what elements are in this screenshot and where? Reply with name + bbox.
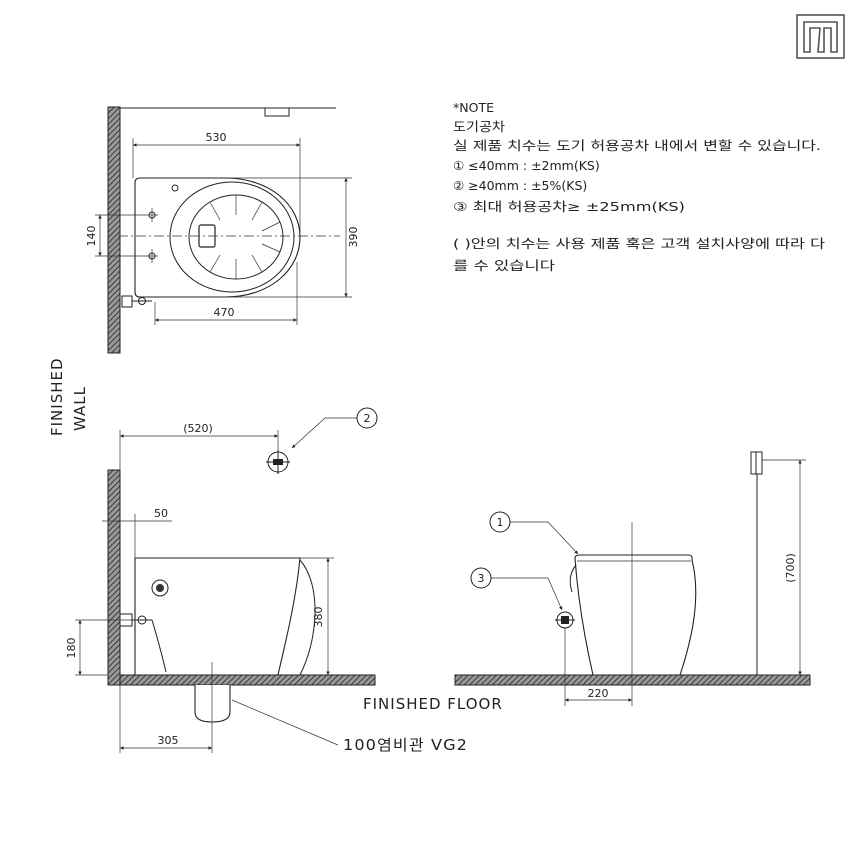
note-title: *NOTE (453, 100, 494, 115)
bowl-rib (209, 254, 221, 273)
dim-front-half-label: 220 (588, 687, 609, 700)
bowl-rib (251, 201, 263, 221)
logo-frame (796, 14, 845, 59)
valve-body (121, 295, 133, 308)
note-item-1: ① ≤40mm : ±2mm(KS) (453, 158, 600, 173)
logo-mark (803, 21, 838, 53)
finished-floor-label: FINISHED FLOOR (363, 695, 503, 713)
front-view: 1 3 220 (700) (454, 451, 811, 706)
bowl-rib (261, 221, 281, 232)
side-hose (151, 619, 167, 673)
side-toilet-body (134, 557, 301, 676)
finished-wall-label: FINISHED WALL (48, 357, 89, 436)
drain-pipe (194, 685, 231, 723)
dim-side-supply-label: (520) (183, 422, 213, 435)
dim-side-valve-label: 180 (65, 638, 78, 659)
valve-knob-icon (138, 297, 146, 305)
callout-number: 2 (364, 412, 371, 425)
plan-valve (121, 295, 152, 308)
note-subtitle: 도기공차 (453, 119, 506, 134)
plan-button-icon (171, 184, 179, 192)
front-supply-symbol-core (561, 616, 569, 624)
side-toilet-front-curve (299, 559, 316, 676)
dim-plan-bolt: 140 (85, 214, 158, 257)
bowl-rib (209, 201, 221, 221)
dim-front-supply-height-label: (700) (784, 553, 797, 583)
dim-side-height: 380 (300, 557, 334, 675)
dim-side-offset-label: 50 (154, 507, 168, 520)
callout-3: 3 (470, 567, 563, 611)
front-toilet-body (574, 554, 697, 676)
dim-plan-base-label: 470 (214, 306, 235, 319)
front-floor (454, 674, 811, 686)
finished-wall-line-1: FINISHED (48, 357, 66, 436)
front-side-button (569, 564, 577, 593)
finished-wall-line-2: WALL (71, 386, 89, 431)
plan-seat-outline (169, 181, 295, 293)
callout-number: 3 (478, 572, 485, 585)
dim-side-offset: 50 (102, 507, 172, 558)
front-wall-supply (750, 451, 763, 675)
dim-side-height-label: 380 (312, 607, 325, 628)
note-item-3: ③ 최대 허용공차≥ ±25mm(KS) (453, 199, 685, 214)
side-view: 100염비관 VG2 FINISHED FLOOR (520) 2 50 (65, 407, 503, 754)
dim-plan-width: 530 (132, 131, 301, 232)
side-button-inner-icon (156, 584, 164, 592)
dim-side-supply: (520) (119, 422, 279, 470)
plan-wall-plate (264, 107, 290, 117)
plan-view: 530 390 140 470 (85, 106, 360, 354)
plan-bowl-ribs (209, 195, 281, 279)
logo (796, 14, 845, 59)
supply-symbol (266, 450, 290, 474)
callout-leader (291, 417, 357, 449)
note-line-1: 실 제품 치수는 도기 허용공차 내에서 변할 수 있습니다. (453, 138, 821, 153)
pipe-leader (231, 699, 339, 746)
dim-plan-bolt-label: 140 (85, 226, 98, 247)
side-button-outer-icon (151, 579, 169, 597)
bowl-rib (251, 254, 263, 273)
dim-plan-base: 470 (154, 262, 298, 325)
side-wall (107, 469, 121, 686)
callout-2: 2 (291, 407, 378, 449)
dim-plan-depth: 390 (230, 177, 360, 298)
dim-front-half: 220 (564, 628, 632, 706)
side-button (151, 579, 169, 597)
note-block: *NOTE 도기공차 실 제품 치수는 도기 허용공차 내에서 변할 수 있습니… (453, 100, 826, 273)
side-floor (119, 674, 376, 686)
callout-leader (491, 577, 563, 611)
plan-toilet-outline (134, 177, 301, 298)
dim-plan-width-label: 530 (206, 131, 227, 144)
dim-side-valve: 180 (65, 619, 140, 676)
front-supply-symbol (555, 611, 575, 629)
dim-side-drain: 305 (119, 685, 213, 753)
callout-number: 1 (497, 516, 504, 529)
note-paren-line-1: ( )안의 치수는 사용 제품 혹은 고객 설치사양에 따라 다 (453, 236, 826, 251)
side-pipe: 100염비관 VG2 (194, 662, 468, 754)
pipe-label: 100염비관 VG2 (343, 736, 468, 754)
supply-symbol-core (273, 459, 283, 465)
callout-leader (510, 521, 579, 555)
dim-plan-depth-label: 390 (347, 227, 360, 248)
bowl-rib (261, 243, 281, 253)
plan-wall (107, 106, 121, 354)
note-item-2: ② ≥40mm : ±5%(KS) (453, 178, 587, 193)
note-paren-line-2: 를 수 있습니다 (453, 258, 556, 273)
dim-front-supply-height: (700) (760, 459, 806, 676)
callout-1: 1 (489, 511, 579, 555)
dim-side-drain-label: 305 (158, 734, 179, 747)
